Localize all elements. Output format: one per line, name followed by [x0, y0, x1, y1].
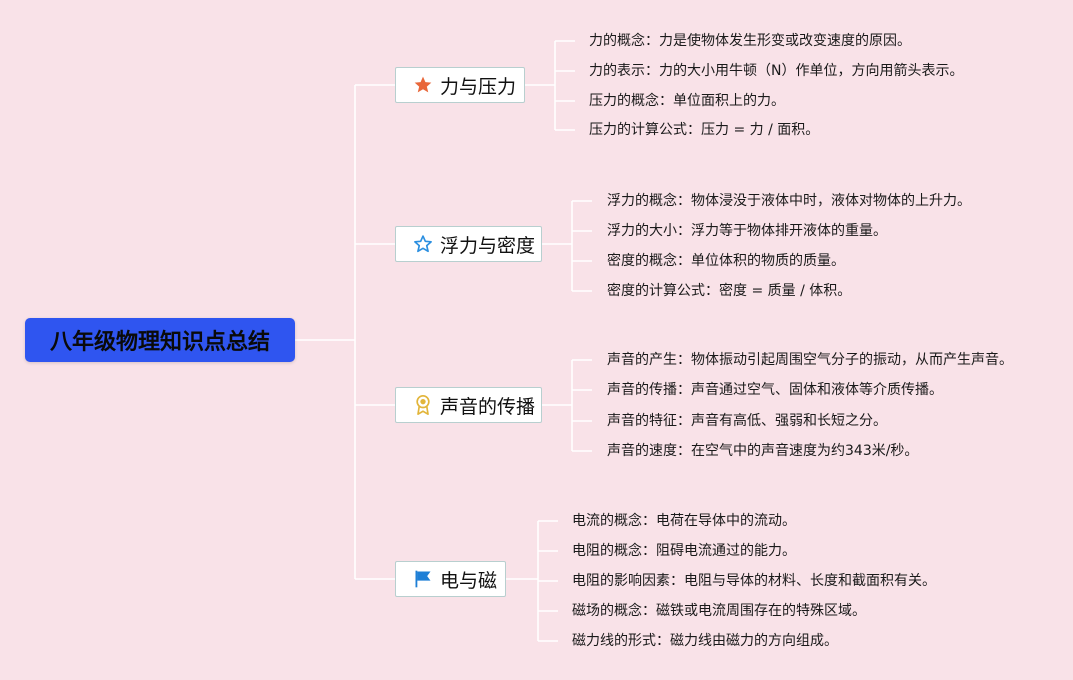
leaf-item[interactable]: 压力的计算公式：压力 = 力 / 面积。 — [589, 122, 820, 138]
branch-force-pressure[interactable]: 力与压力 — [395, 67, 525, 103]
star-filled-icon — [412, 74, 434, 96]
leaf-item[interactable]: 电阻的影响因素：电阻与导体的材料、长度和截面积有关。 — [572, 573, 936, 589]
leaf-item[interactable]: 声音的速度：在空气中的声音速度为约343米/秒。 — [607, 443, 919, 459]
branch-buoyancy-density[interactable]: 浮力与密度 — [395, 226, 542, 262]
leaf-item[interactable]: 力的表示：力的大小用牛顿（N）作单位，方向用箭头表示。 — [589, 63, 964, 79]
root-title: 八年级物理知识点总结 — [49, 330, 270, 355]
leaf-item[interactable]: 磁场的概念：磁铁或电流周围存在的特殊区域。 — [572, 603, 866, 619]
root-topic[interactable]: 八年级物理知识点总结 — [25, 318, 295, 362]
leaf-item[interactable]: 声音的传播：声音通过空气、固体和液体等介质传播。 — [607, 382, 943, 398]
leaf-item[interactable]: 电阻的概念：阻碍电流通过的能力。 — [572, 543, 796, 559]
award-ribbon-icon — [412, 394, 434, 416]
leaf-item[interactable]: 密度的概念：单位体积的物质的质量。 — [607, 253, 845, 269]
flag-icon — [412, 568, 434, 590]
leaf-item[interactable]: 浮力的大小：浮力等于物体排开液体的重量。 — [607, 223, 887, 239]
branch-label: 浮力与密度 — [440, 234, 536, 257]
branch-sound[interactable]: 声音的传播 — [395, 387, 542, 423]
branch-electricity-magnetism[interactable]: 电与磁 — [395, 561, 506, 597]
leaf-item[interactable]: 声音的产生：物体振动引起周围空气分子的振动，从而产生声音。 — [607, 352, 1013, 368]
leaf-item[interactable]: 压力的概念：单位面积上的力。 — [589, 93, 785, 109]
branch-label: 电与磁 — [440, 569, 498, 592]
leaf-item[interactable]: 磁力线的形式：磁力线由磁力的方向组成。 — [572, 633, 838, 649]
leaf-item[interactable]: 密度的计算公式：密度 = 质量 / 体积。 — [607, 283, 852, 299]
leaf-item[interactable]: 声音的特征：声音有高低、强弱和长短之分。 — [607, 413, 887, 429]
leaf-item[interactable]: 力的概念：力是使物体发生形变或改变速度的原因。 — [589, 33, 911, 49]
leaf-item[interactable]: 浮力的概念：物体浸没于液体中时，液体对物体的上升力。 — [607, 193, 971, 209]
star-outline-icon — [412, 233, 434, 255]
leaf-item[interactable]: 电流的概念：电荷在导体中的流动。 — [572, 513, 796, 529]
branch-label: 力与压力 — [440, 75, 517, 98]
branch-label: 声音的传播 — [440, 395, 536, 418]
